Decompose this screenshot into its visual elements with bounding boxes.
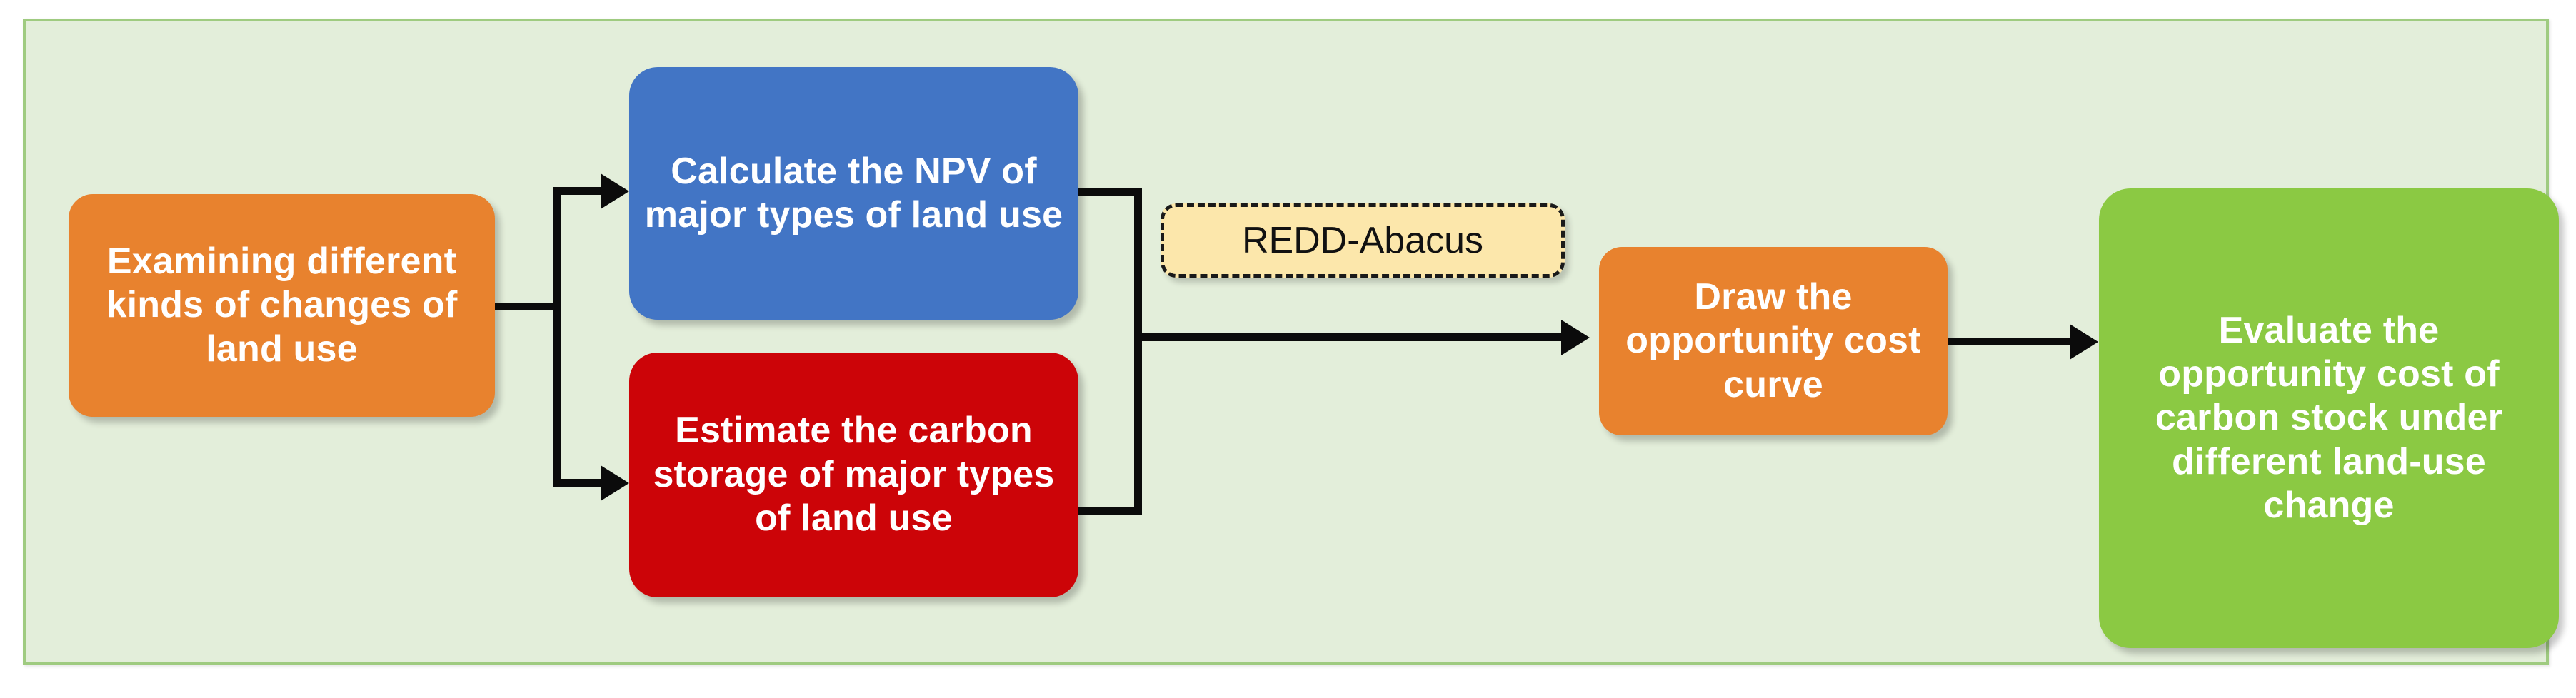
connector-npv-stem: [1078, 188, 1142, 196]
node-calculate-npv-label: Calculate the NPV of major types of land…: [644, 150, 1063, 236]
connector-carbon-stem: [1078, 507, 1142, 515]
connector-merge-to-draw: [1134, 333, 1563, 341]
arrowhead-to-carbon-icon: [601, 465, 629, 501]
node-draw-opportunity-cost-curve-label: Draw the opportunity cost curve: [1625, 275, 1921, 405]
node-evaluate-opportunity-cost[interactable]: Evaluate the opportunity cost of carbon …: [2099, 188, 2559, 648]
connector-examining-bus: [553, 187, 561, 487]
node-calculate-npv[interactable]: Calculate the NPV of major types of land…: [629, 67, 1078, 320]
arrowhead-to-draw-icon: [1561, 320, 1590, 355]
node-examining-land-use-changes[interactable]: Examining different kinds of changes of …: [69, 194, 495, 417]
node-redd-abacus-tool[interactable]: REDD-Abacus: [1161, 203, 1565, 278]
node-evaluate-opportunity-cost-label: Evaluate the opportunity cost of carbon …: [2155, 309, 2503, 527]
arrowhead-to-npv-icon: [601, 173, 629, 209]
node-draw-opportunity-cost-curve[interactable]: Draw the opportunity cost curve: [1599, 247, 1948, 435]
node-estimate-carbon-storage-label: Estimate the carbon storage of major typ…: [653, 410, 1055, 540]
connector-examining-to-carbon: [553, 479, 604, 487]
node-estimate-carbon-storage[interactable]: Estimate the carbon storage of major typ…: [629, 353, 1078, 597]
connector-examining-to-npv: [553, 187, 604, 195]
node-examining-label: Examining different kinds of changes of …: [106, 240, 458, 370]
connector-merge-bus: [1134, 188, 1142, 515]
node-redd-abacus-label: REDD-Abacus: [1241, 220, 1484, 261]
connector-draw-to-evaluate: [1948, 338, 2076, 345]
connector-examining-stem: [495, 303, 561, 310]
arrowhead-to-evaluate-icon: [2070, 324, 2098, 360]
flowchart-panel: Examining different kinds of changes of …: [23, 19, 2559, 665]
